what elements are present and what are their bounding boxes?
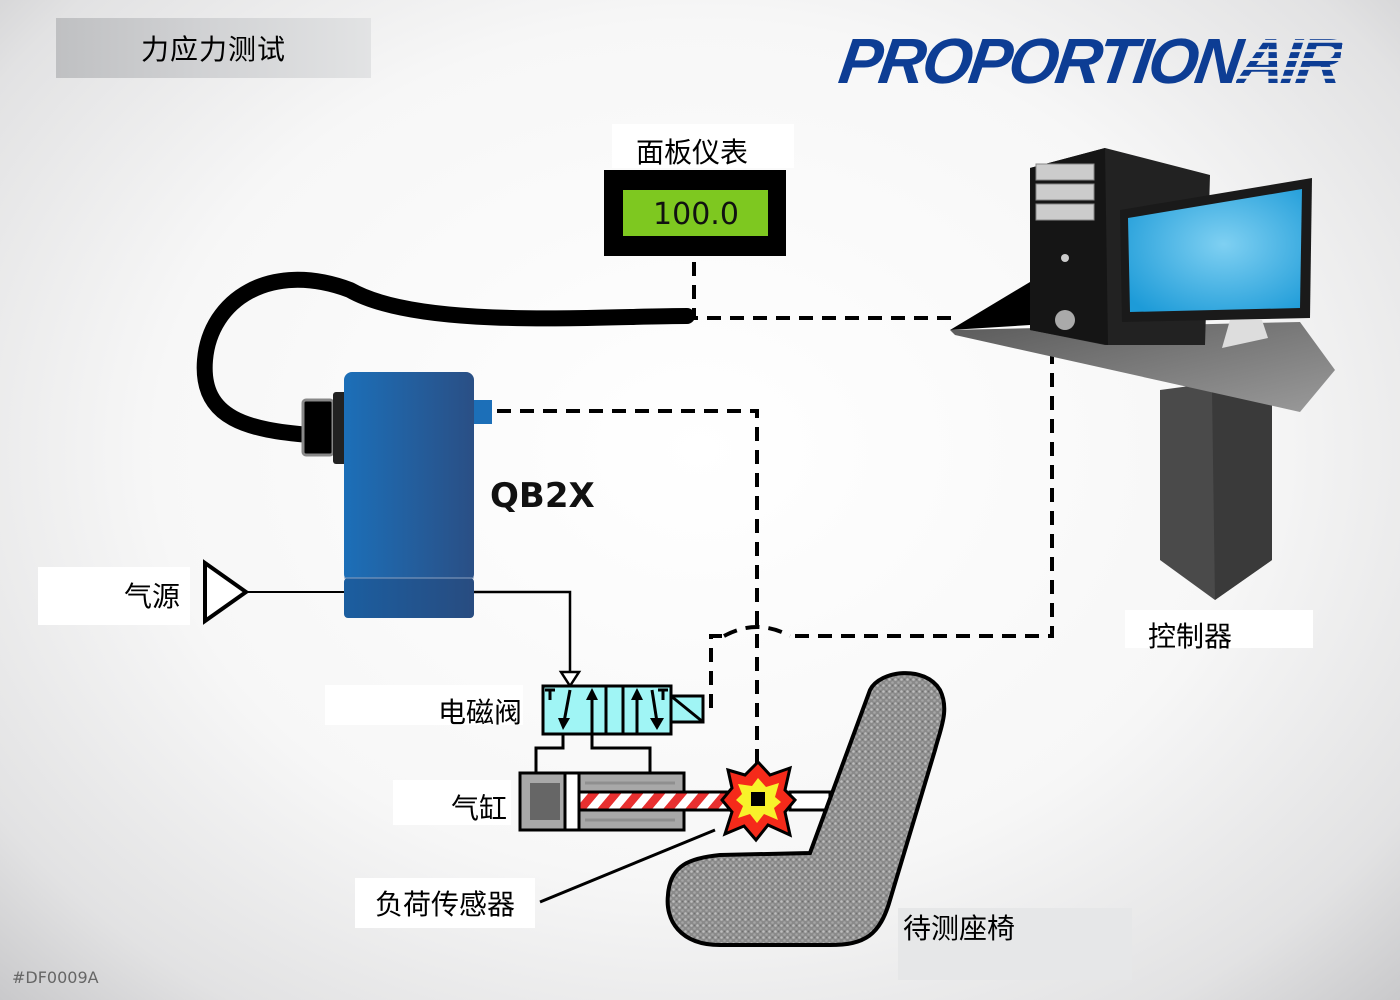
seat-label-bg bbox=[898, 908, 1132, 980]
controller-down-line bbox=[790, 350, 1054, 638]
load-cell-label: 负荷传感器 bbox=[375, 888, 515, 921]
regulator-to-loadcell-line bbox=[497, 409, 759, 770]
test-seat bbox=[665, 671, 947, 947]
valve-inlet-arrow bbox=[558, 670, 582, 689]
air-supply-symbol bbox=[203, 559, 250, 625]
pneumatic-cylinder bbox=[518, 771, 832, 832]
load-cell-leader bbox=[539, 828, 716, 904]
valve-label-bg bbox=[325, 685, 523, 725]
meter-label-bg bbox=[612, 124, 794, 168]
controller-to-valve-line bbox=[702, 634, 722, 708]
regulator-to-valve-line bbox=[474, 590, 572, 672]
meter-to-controller-line bbox=[692, 262, 955, 320]
document-code: #DF0009A bbox=[12, 968, 99, 987]
regulator-label: QB2X bbox=[490, 476, 595, 516]
solenoid-valve bbox=[541, 684, 705, 736]
seat-label: 待测座椅 bbox=[903, 912, 1015, 945]
cylinder-label: 气缸 bbox=[451, 792, 507, 825]
air-supply-label-bg bbox=[38, 567, 190, 625]
meter-label: 面板仪表 bbox=[636, 136, 748, 169]
meter-display-value: 100.0 bbox=[653, 197, 739, 232]
controller-computer bbox=[950, 148, 1335, 600]
controller-label-bg bbox=[1125, 610, 1313, 648]
qb2x-regulator bbox=[301, 372, 492, 618]
air-supply-label: 气源 bbox=[124, 580, 180, 613]
cylinder-label-bg bbox=[393, 780, 511, 825]
controller-label: 控制器 bbox=[1148, 620, 1232, 653]
panel-meter: 100.0 bbox=[604, 170, 786, 256]
load-cell bbox=[720, 759, 798, 843]
valve-to-cylinder-lines bbox=[534, 734, 652, 773]
sensor-cable bbox=[196, 271, 695, 443]
line-hop bbox=[723, 625, 791, 638]
valve-label: 电磁阀 bbox=[438, 696, 522, 729]
page-title: 力应力测试 bbox=[56, 18, 371, 78]
load-cell-label-bg bbox=[355, 878, 535, 928]
